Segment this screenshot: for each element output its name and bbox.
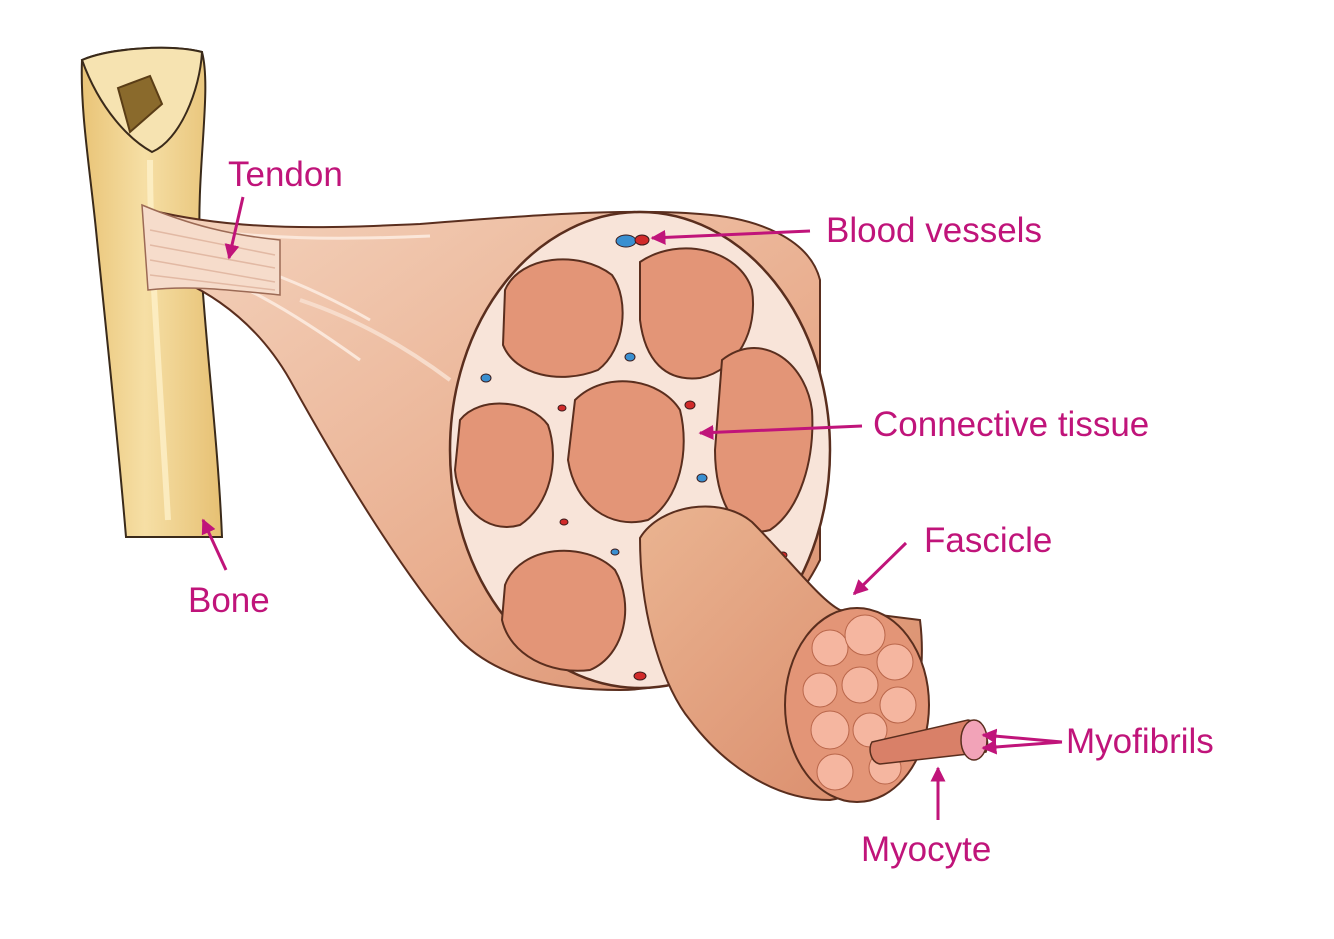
myofibrils-pointer-b bbox=[981, 739, 1063, 755]
label-connective-tissue: Connective tissue bbox=[873, 405, 1150, 444]
blood-vessel-cluster bbox=[480, 234, 788, 681]
fascicle-pointer bbox=[852, 541, 908, 596]
bone-pointer bbox=[201, 518, 228, 571]
fascicle-bundle bbox=[453, 247, 814, 672]
tendon-pointer bbox=[224, 196, 245, 260]
label-pointers bbox=[201, 196, 1063, 820]
label-tendon: Tendon bbox=[228, 155, 343, 194]
label-myofibrils: Myofibrils bbox=[1066, 722, 1214, 761]
bone bbox=[80, 46, 224, 538]
bone-marrow-cavity bbox=[116, 74, 164, 134]
myofibrils-pointer-a bbox=[981, 728, 1063, 744]
connective-tissue-pointer bbox=[698, 424, 863, 440]
label-blood-vessels: Blood vessels bbox=[826, 211, 1042, 250]
label-bone: Bone bbox=[188, 581, 270, 620]
tendon bbox=[141, 203, 281, 296]
label-myocyte: Myocyte bbox=[861, 830, 992, 869]
blood-vessels-pointer bbox=[650, 229, 811, 245]
label-fascicle: Fascicle bbox=[924, 521, 1053, 560]
